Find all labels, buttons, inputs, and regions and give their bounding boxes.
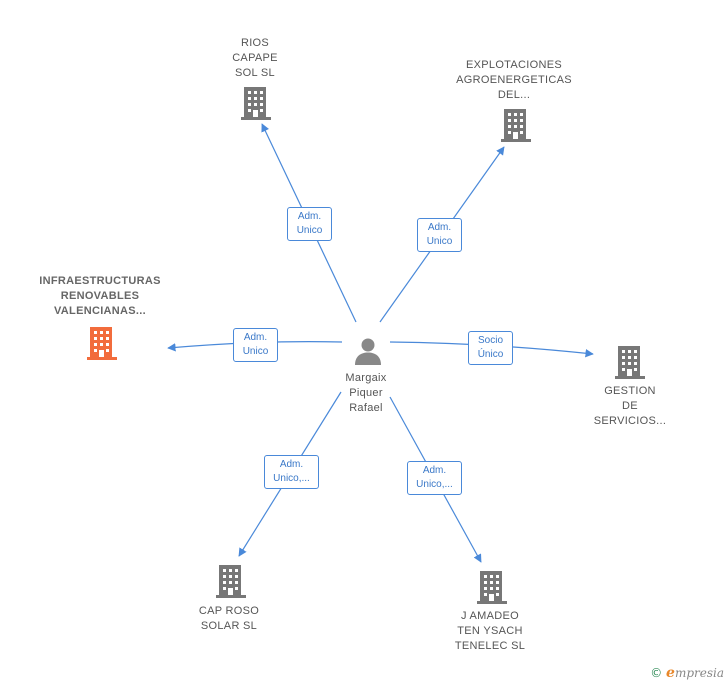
edge-label-line: Adm.	[422, 465, 447, 476]
copyright-icon: ©	[650, 666, 663, 680]
edge-label-line: Unico	[242, 346, 269, 357]
edge-label-rios[interactable]: Adm. Unico	[287, 207, 332, 241]
label-line: SOL SL	[235, 67, 275, 79]
edge-label-j-amadeo[interactable]: Adm. Unico,...	[407, 461, 462, 495]
empresia-credit: © empresia	[650, 665, 724, 681]
edge-label-line: Adm.	[297, 211, 322, 222]
edge-label-line: Único	[477, 349, 504, 360]
label-line: TENELEC SL	[454, 640, 526, 652]
label-line: EXPLOTACIONES	[466, 59, 562, 71]
person-icon[interactable]	[353, 336, 383, 371]
label-line: AGROENERGETICAS	[456, 74, 572, 86]
building-icon[interactable]	[614, 345, 646, 384]
company-label-infraestructuras[interactable]: INFRAESTRUCTURAS RENOVABLES VALENCIANAS.…	[25, 274, 175, 319]
brand-initial: e	[666, 665, 675, 681]
company-label-gestion[interactable]: GESTION DE SERVICIOS...	[585, 384, 675, 429]
label-line: J AMADEO	[460, 610, 520, 622]
label-line: DEL...	[497, 89, 531, 101]
label-line: CAP ROSO	[198, 605, 260, 617]
edge-label-line: Unico	[426, 236, 453, 247]
edge-label-line: Adm.	[243, 332, 268, 343]
edge-label-infraestructuras[interactable]: Adm. Unico	[233, 328, 278, 362]
label-line: INFRAESTRUCTURAS	[39, 275, 161, 287]
building-icon[interactable]	[500, 108, 532, 147]
label-line: DE	[622, 400, 638, 412]
edge-label-line: Unico,...	[273, 473, 310, 484]
edge-label-line: Unico	[296, 225, 323, 236]
company-label-cap-roso[interactable]: CAP ROSO SOLAR SL	[184, 604, 274, 634]
edge-label-gestion[interactable]: Socio Único	[468, 331, 513, 365]
building-icon-highlighted[interactable]	[86, 326, 118, 365]
label-line: VALENCIANAS...	[53, 305, 146, 317]
building-icon[interactable]	[215, 564, 247, 603]
edge-label-cap-roso[interactable]: Adm. Unico,...	[264, 455, 319, 489]
label-line: RENOVABLES	[60, 290, 140, 302]
brand-name: mpresia	[674, 666, 724, 680]
label-line: TEN YSACH	[457, 625, 523, 637]
label-line: SERVICIOS...	[593, 415, 667, 427]
edge-label-line: Socio	[477, 335, 503, 346]
edge-label-line: Adm.	[427, 222, 452, 233]
label-line: CAPAPE	[232, 52, 278, 64]
building-icon[interactable]	[476, 570, 508, 609]
label-line: Piquer	[349, 387, 383, 399]
company-label-rios[interactable]: RIOS CAPAPE SOL SL	[205, 36, 305, 81]
center-person-label[interactable]: Margaix Piquer Rafael	[330, 371, 402, 416]
label-line: RIOS	[240, 37, 270, 49]
label-line: Margaix	[345, 372, 387, 384]
building-icon[interactable]	[240, 86, 272, 125]
label-line: SOLAR SL	[200, 620, 258, 632]
edge-label-line: Adm.	[279, 459, 304, 470]
edge-label-line: Unico,...	[416, 479, 453, 490]
label-line: Rafael	[349, 402, 383, 414]
company-label-explotaciones[interactable]: EXPLOTACIONES AGROENERGETICAS DEL...	[449, 58, 579, 103]
label-line: GESTION	[604, 385, 656, 397]
company-label-j-amadeo[interactable]: J AMADEO TEN YSACH TENELEC SL	[440, 609, 540, 654]
edge-label-explotaciones[interactable]: Adm. Unico	[417, 218, 462, 252]
